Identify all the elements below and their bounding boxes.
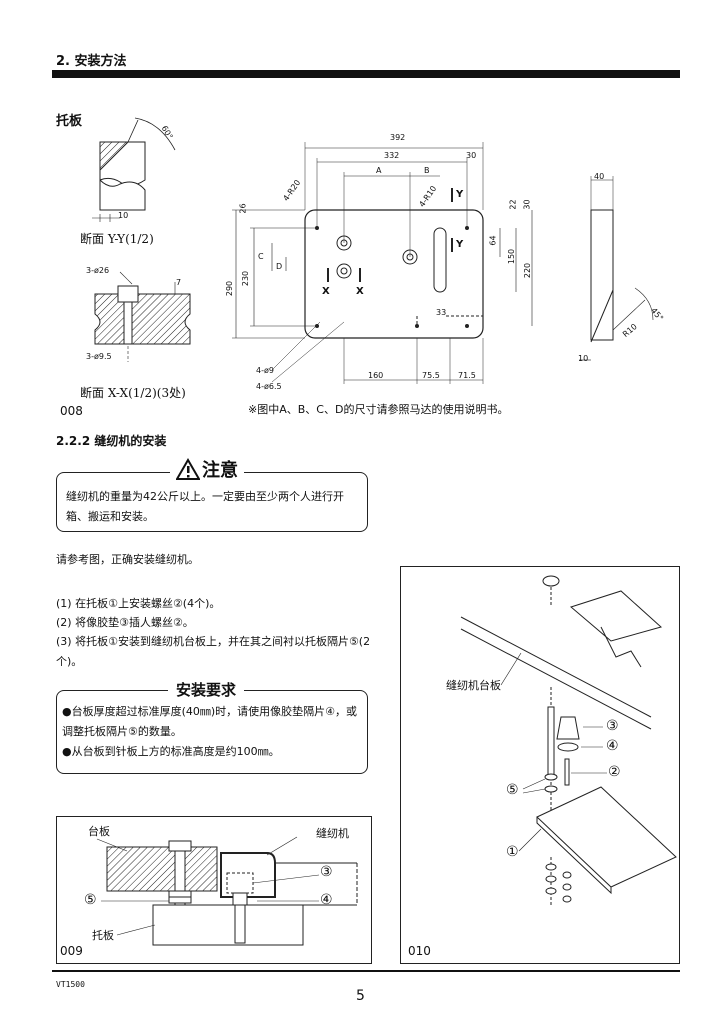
plate-title: 托板	[56, 114, 83, 129]
figure-010-callout-3: ③	[606, 718, 619, 734]
figure-009	[56, 816, 372, 964]
dim-label: 26	[238, 203, 248, 214]
dim-label: 22	[508, 199, 518, 210]
dim-label: 10	[578, 354, 589, 363]
dim-label: 4-ø9	[256, 366, 274, 375]
figure-010	[400, 566, 680, 964]
figure-009-callout-5: ⑤	[84, 892, 97, 908]
dim-label: B	[424, 166, 430, 175]
section-marker-x: X	[322, 286, 330, 297]
section-yy-caption: 断面 Y-Y(1/2)	[80, 232, 154, 246]
figure-009-callout-3: ③	[320, 864, 333, 880]
figure-010-label-table: 缝纫机台板	[446, 679, 501, 692]
dim-label: 160	[368, 371, 384, 380]
dim-label: 71.5	[458, 371, 476, 380]
figure-number: 010	[408, 944, 431, 958]
section-xx-drawing	[94, 271, 191, 362]
dim-label: 7	[176, 278, 182, 287]
figure-009-drawing	[96, 836, 358, 946]
header-rule	[52, 70, 680, 78]
dim-label: 3-ø9.5	[86, 352, 112, 361]
section-marker-x: X	[356, 286, 364, 297]
warning-triangle-icon	[176, 458, 200, 480]
figure-009-label-machine: 缝纫机	[316, 827, 349, 840]
model-number: VT1500	[56, 980, 85, 989]
footer-rule	[52, 970, 680, 972]
dim-label: 230	[241, 270, 251, 287]
section-xx-caption: 断面 X-X(1/2)(3处)	[80, 386, 186, 400]
dim-label: 290	[225, 280, 235, 297]
figure-number: 008	[60, 404, 83, 418]
figure-number: 009	[60, 944, 83, 958]
dim-label: 4-ø6.5	[256, 382, 282, 391]
dim-label: 332	[384, 151, 400, 160]
section-marker-y: Y	[456, 189, 464, 200]
section-title: 2. 安装方法	[56, 54, 127, 69]
dim-label: 10	[118, 211, 129, 220]
section-yy-drawing	[92, 117, 176, 222]
warning-title: 注意	[202, 460, 238, 481]
dim-label: C	[258, 252, 264, 261]
step-1: (1) 在托板①上安装螺丝②(4个)。	[56, 597, 221, 610]
figure-010-drawing	[460, 575, 677, 907]
figure-010-callout-4: ④	[606, 738, 619, 754]
figure-009-label-table: 台板	[88, 825, 110, 838]
dim-label: A	[376, 166, 382, 175]
figure-009-callout-4: ④	[320, 892, 333, 908]
dim-label: 30	[466, 151, 477, 160]
subsection-title: 2.2.2 缝纫机的安装	[56, 434, 167, 448]
requirement-item: ●从台板到针板上方的标准高度是约100㎜。	[62, 745, 280, 758]
dim-label: 392	[390, 133, 406, 142]
dim-label: 30	[522, 199, 532, 210]
requirement-title: 安装要求	[168, 679, 245, 700]
dim-label: 150	[507, 248, 517, 265]
section-marker-y: Y	[456, 239, 464, 250]
warning-text: 缝纫机的重量为42公斤以上。一定要由至少两个人进行开箱、搬运和安装。	[66, 490, 344, 523]
step-3: (3) 将托板①安装到缝纫机台板上，并在其之间衬以托板隔片⑤(2个)。	[56, 635, 371, 668]
requirement-item: ●台板厚度超过标准厚度(40㎜)时，请使用像胶垫隔片④，或调整托板隔片⑤的数量。	[62, 705, 358, 738]
step-2: (2) 将像胶垫③插人螺丝②。	[56, 616, 194, 629]
warning-header: 注意	[170, 456, 244, 482]
requirement-text: ●台板厚度超过标准厚度(40㎜)时，请使用像胶垫隔片④，或调整托板隔片⑤的数量。…	[62, 702, 362, 762]
dim-label: 3-ø26	[86, 266, 110, 275]
dim-label: 40	[594, 172, 605, 181]
figure-010-callout-5: ⑤	[506, 782, 519, 798]
intro-text: 请参考图，正确安装缝纫机。	[56, 553, 199, 566]
dim-label: 75.5	[422, 371, 440, 380]
dim-label: 64	[488, 235, 498, 246]
dimension-note: ※图中A、B、C、D的尺寸请参照马达的使用说明书。	[248, 403, 509, 416]
dim-label: 33	[436, 308, 447, 317]
dim-label: 220	[523, 262, 533, 279]
page-number: 5	[356, 988, 365, 1004]
plate-side-drawing	[579, 176, 654, 361]
plate-plan-drawing	[232, 142, 533, 384]
figure-009-label-plate: 托板	[92, 929, 114, 942]
figure-010-callout-1: ①	[506, 844, 519, 860]
dim-label: D	[276, 262, 283, 271]
figure-010-callout-2: ②	[608, 764, 621, 780]
